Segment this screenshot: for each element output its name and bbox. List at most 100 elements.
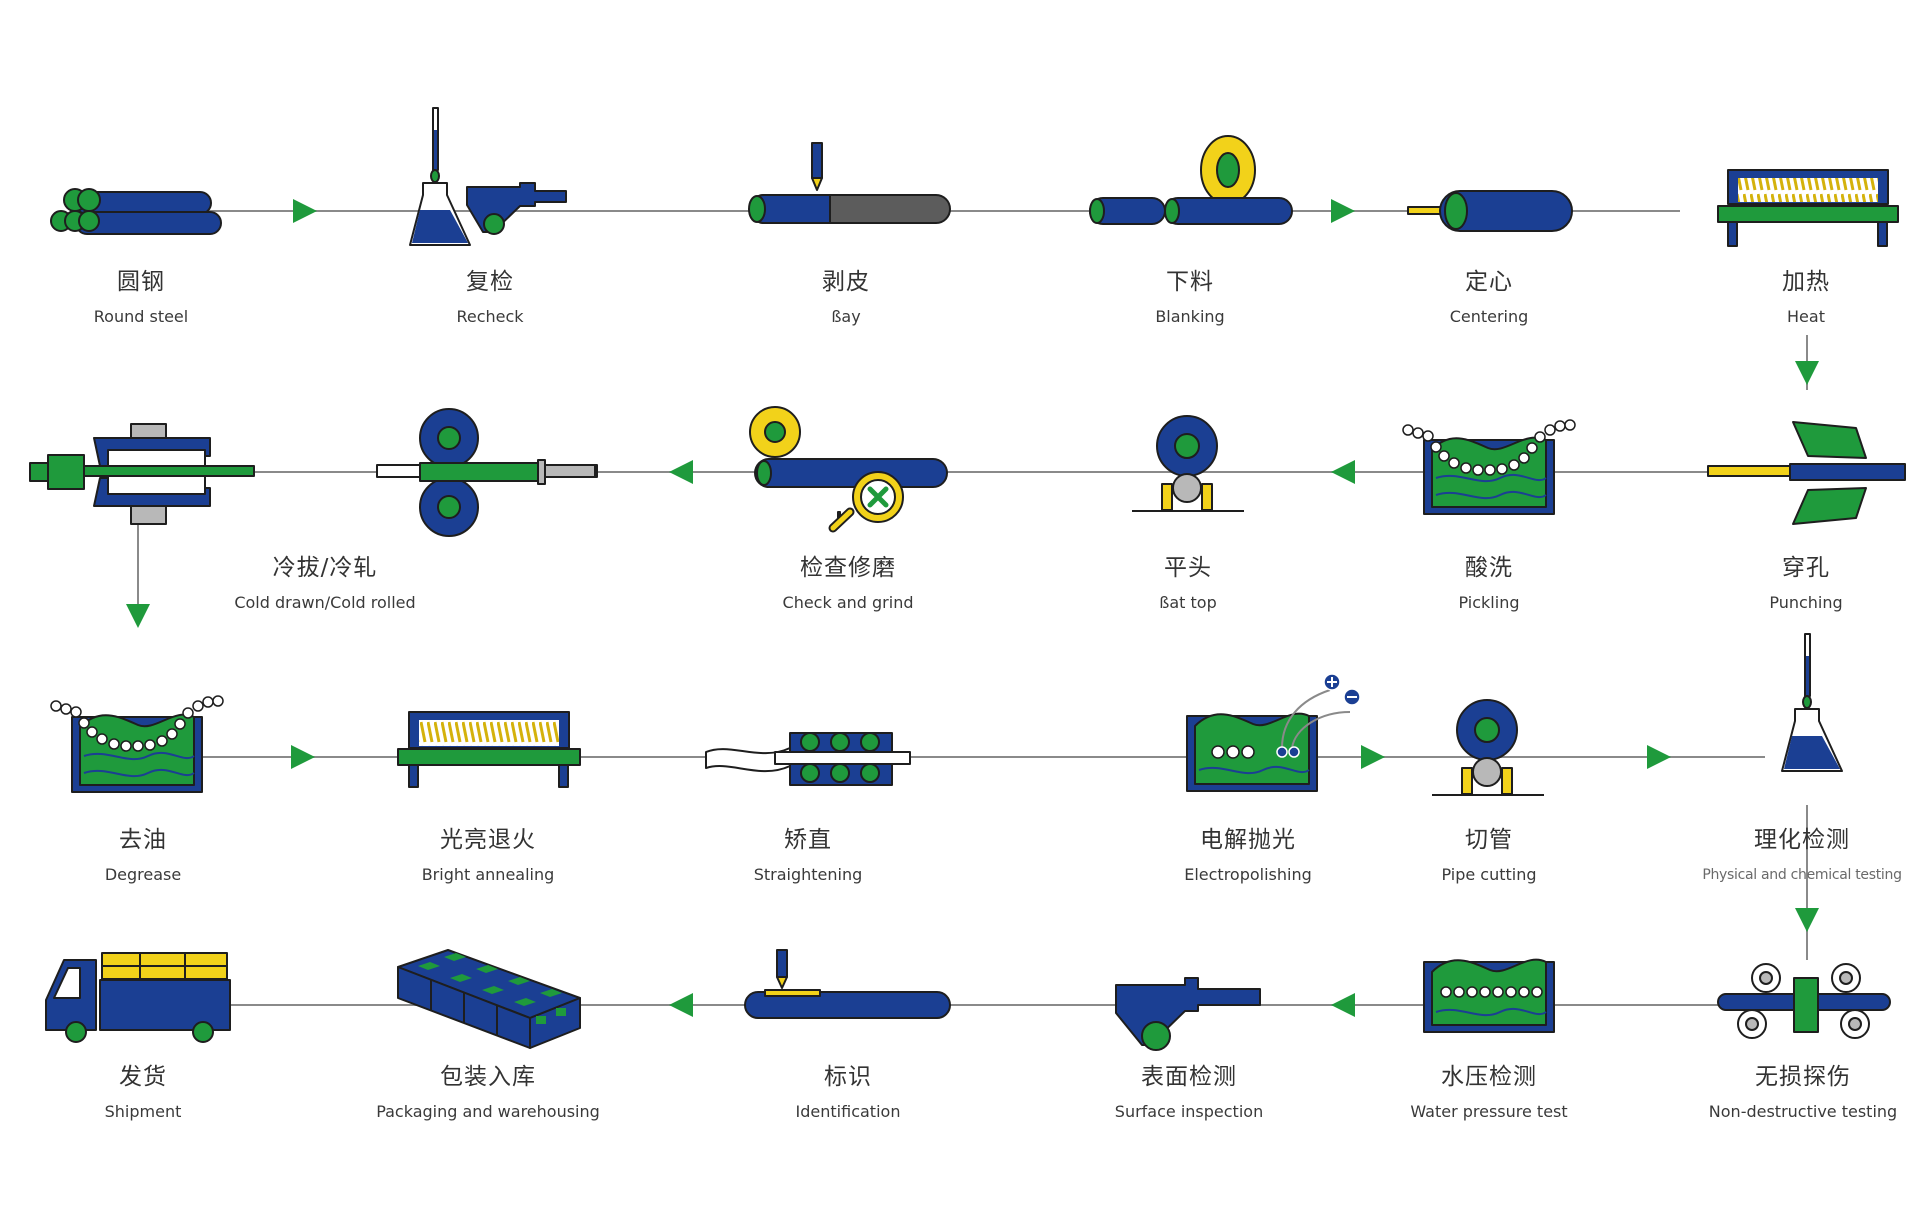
step-zh: 加热 (1782, 269, 1830, 295)
peeling-icon (748, 142, 951, 224)
step-label-electropolishing: 电解抛光 Electropolishing (1088, 825, 1408, 887)
step-label-check-grind: 检查修磨 Check and grind (688, 553, 1008, 615)
step-en: Physical and chemical testing (1702, 867, 1902, 883)
step-zh: 检查修磨 (800, 555, 896, 581)
step-en: Punching (1769, 593, 1843, 612)
flow-arrows (126, 199, 1819, 1017)
blanking-icon (1089, 135, 1293, 225)
step-en: Degrease (104, 865, 182, 884)
step-zh: 无损探伤 (1755, 1064, 1851, 1090)
step-label-degrease: 去油 Degrease (0, 825, 303, 887)
step-en: Round steel (93, 307, 189, 326)
step-label-heat: 加热 Heat (1646, 267, 1920, 329)
step-en: Heat (1787, 307, 1825, 326)
arrow-right-icon (1331, 199, 1355, 223)
pipe-cutting-icon (1432, 699, 1544, 796)
step-zh: 光亮退火 (440, 827, 536, 853)
step-zh: 发货 (119, 1064, 167, 1090)
step-zh: 剥皮 (822, 269, 870, 295)
step-label-pipe-cutting: 切管 Pipe cutting (1329, 825, 1649, 887)
step-zh: 标识 (824, 1064, 872, 1090)
recheck-icon (409, 107, 567, 246)
step-en: Straightening (753, 865, 863, 884)
step-label-peeling: 剥皮 ßay (686, 267, 1006, 329)
arrow-down-icon (126, 604, 150, 628)
step-en: Pickling (1458, 593, 1520, 612)
surface-inspection-icon (1115, 977, 1261, 1051)
step-en: Packaging and warehousing (376, 1102, 600, 1121)
step-en: Electropolishing (1184, 865, 1312, 884)
lab-flask-icon (1781, 633, 1843, 772)
pickling-tank-icon (1402, 419, 1576, 515)
step-zh: 圆钢 (117, 269, 165, 295)
step-label-packaging: 包装入库 Packaging and warehousing (328, 1062, 648, 1124)
step-en: Check and grind (782, 593, 914, 612)
step-label-ndt: 无损探伤 Non-destructive testing (1643, 1062, 1920, 1124)
step-zh: 复检 (466, 269, 514, 295)
heating-furnace-icon (1717, 169, 1899, 247)
step-zh: 切管 (1465, 827, 1513, 853)
marking-icon (744, 949, 951, 1019)
step-zh: 下料 (1166, 269, 1214, 295)
arrow-right-icon (293, 199, 317, 223)
step-en: Water pressure test (1410, 1102, 1568, 1121)
step-zh: 冷拔/冷轧 (272, 555, 378, 581)
arrow-right-icon (1361, 745, 1385, 769)
step-zh: 电解抛光 (1200, 827, 1296, 853)
truck-icon (45, 952, 231, 1043)
packaging-icon (397, 949, 581, 1049)
step-zh: 理化检测 (1754, 827, 1850, 853)
annealing-furnace-icon (397, 711, 581, 788)
centering-icon (1407, 190, 1573, 232)
step-zh: 酸洗 (1465, 555, 1513, 581)
step-zh: 包装入库 (440, 1064, 536, 1090)
step-label-water-pressure: 水压检测 Water pressure test (1329, 1062, 1649, 1124)
arrow-left-icon (669, 993, 693, 1017)
arrow-right-icon (291, 745, 315, 769)
step-label-round-steel: 圆钢 Round steel (0, 267, 301, 329)
step-label-identification: 标识 Identiﬁcation (688, 1062, 1008, 1124)
straightening-icon (705, 732, 911, 786)
step-en: Surface inspection (1114, 1102, 1264, 1121)
step-label-pickling: 酸洗 Pickling (1329, 553, 1649, 615)
arrow-right-icon (1647, 745, 1671, 769)
step-en: Identiﬁcation (795, 1102, 901, 1121)
step-en: Cold drawn/Cold rolled (234, 593, 416, 612)
step-zh: 定心 (1465, 269, 1513, 295)
step-label-cold-drawn: 冷拔/冷轧 Cold drawn/Cold rolled (165, 553, 485, 615)
electropolish-icon (1186, 673, 1361, 792)
step-en: Centering (1449, 307, 1529, 326)
piercing-icon (1707, 421, 1906, 525)
ndt-icon (1717, 963, 1891, 1039)
step-label-physical-chemical: 理化检测 Physical and chemical testing (1642, 825, 1920, 887)
arrow-left-icon (1331, 993, 1355, 1017)
round-steel-icon (50, 188, 222, 235)
step-en: Shipment (104, 1102, 182, 1121)
step-en: Blanking (1155, 307, 1225, 326)
flat-head-icon (1132, 415, 1244, 512)
step-en: ßay (831, 307, 861, 326)
arrow-down-icon (1795, 361, 1819, 385)
step-en: ßat top (1159, 593, 1217, 612)
arrow-left-icon (669, 460, 693, 484)
step-label-punching: 穿孔 Punching (1646, 553, 1920, 615)
step-en: Pipe cutting (1441, 865, 1537, 884)
step-zh: 去油 (119, 827, 167, 853)
step-label-shipment: 发货 Shipment (0, 1062, 303, 1124)
step-label-blanking: 下料 Blanking (1030, 267, 1350, 329)
water-pressure-icon (1423, 958, 1555, 1033)
step-zh: 水压检测 (1441, 1064, 1537, 1090)
step-en: Non-destructive testing (1708, 1102, 1898, 1121)
cold-roll-icon (29, 408, 598, 537)
step-zh: 穿孔 (1782, 555, 1830, 581)
step-label-centering: 定心 Centering (1329, 267, 1649, 329)
arrow-down-icon (1795, 908, 1819, 932)
arrow-left-icon (1331, 460, 1355, 484)
step-en: Recheck (456, 307, 524, 326)
check-grind-icon (749, 406, 948, 533)
degrease-tank-icon (50, 695, 224, 793)
